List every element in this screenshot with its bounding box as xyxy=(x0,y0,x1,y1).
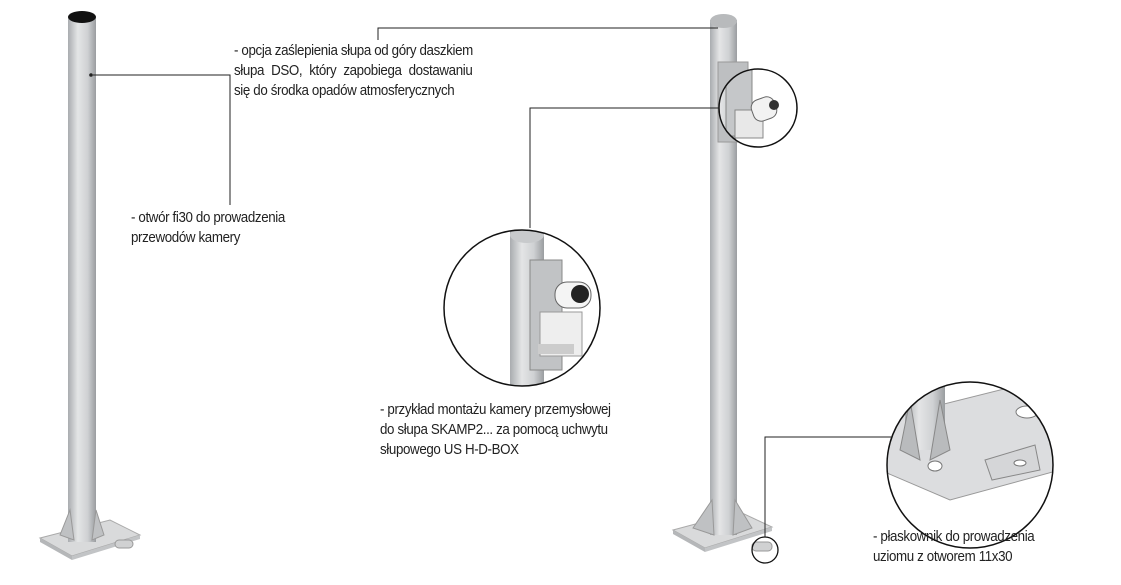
detail-circle-camera-small xyxy=(718,68,798,148)
pole-open-top xyxy=(38,11,142,560)
cable-hole xyxy=(89,73,93,77)
callout-cable-hole: - otwór fi30 do prowadzenia przewodów ka… xyxy=(131,208,285,248)
pole-cap xyxy=(710,14,737,28)
callout-line: do słupa SKAMP2... za pomocą uchwytu xyxy=(380,422,608,438)
callout-flat-bar: - płaskownik do prowadzenia uziomu z otw… xyxy=(873,527,1035,567)
callout-line: przewodów kamery xyxy=(131,230,241,246)
callout-line: słupowego US H-D-BOX xyxy=(380,442,519,458)
callout-line: się do środka opadów atmosferycznych xyxy=(234,83,455,99)
detail-circle-flat-bar xyxy=(886,381,1054,549)
callout-mount: - przykład montażu kamery przemysłowej d… xyxy=(380,400,611,460)
callout-line: - płaskownik do prowadzenia xyxy=(873,529,1035,545)
callout-cap: - opcja zaślepienia słupa od góry daszki… xyxy=(234,41,473,101)
callout-line: - przykład montażu kamery przemysłowej xyxy=(380,402,611,418)
callout-line: słupa DSO, który zapobiega dostawaniu xyxy=(234,63,473,79)
callout-line: - otwór fi30 do prowadzenia xyxy=(131,210,285,226)
detail-circle-mount xyxy=(443,229,601,387)
callout-line: uziomu z otworem 11x30 xyxy=(873,549,1013,565)
leader-lines xyxy=(93,27,892,537)
callout-line: - opcja zaślepienia słupa od góry daszki… xyxy=(234,43,473,59)
